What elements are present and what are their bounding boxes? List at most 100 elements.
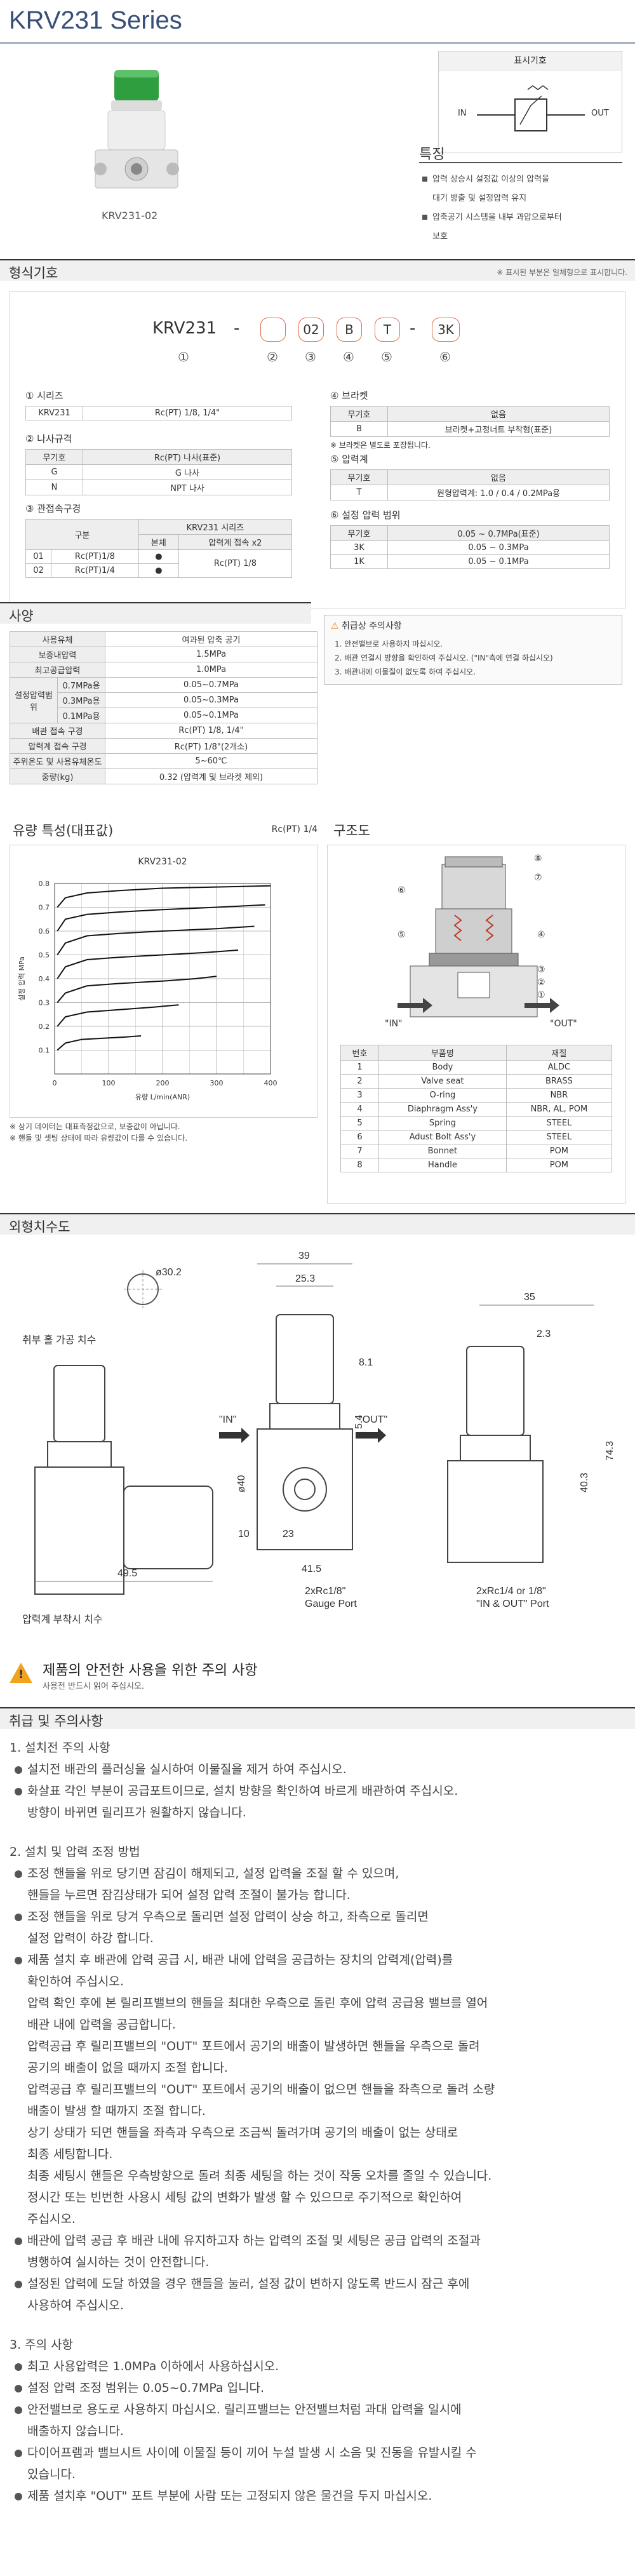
features-list: 압력 상승시 설정값 이상의 압력을 대기 방출 및 설정압력 유지 압축공기 … [422,170,625,246]
list-item: 설치전 배관의 플러싱을 실시하여 이물질을 제거 하여 주십시오. [10,1759,625,1780]
bullet-icon [15,2384,22,2392]
y-tick-label: 0.3 [39,999,50,1007]
series-line [57,904,265,932]
dim-label: 49.5 [117,1568,137,1579]
code-cell: 3K [432,318,460,342]
feature-item: 대기 방출 및 설정압력 유지 [432,194,527,203]
list-item: 설정된 압력에 도달 하였을 경우 핸들을 눌러, 설정 값이 변하지 않도록 … [10,2273,625,2295]
list-item: 배관에 압력 공급 후 배관 내에 유지하고자 하는 압력의 조절 및 세팅은 … [10,2230,625,2251]
symbol-box: 표시기호 IN OUT [438,51,622,152]
list-item: 제품 설치후 "OUT" 포트 부분에 사람 또는 고정되지 않은 물건을 두지… [10,2485,625,2507]
dim-label: 25.3 [295,1273,315,1284]
list-item: 있습니다. [27,2467,76,2481]
y-tick-label: 0.7 [39,904,50,912]
y-tick-label: 0.4 [39,975,50,983]
model-code-box [10,291,625,608]
list-item: 제품 설치 후 배관에 압력 공급 시, 배관 내에 압력을 공급하는 장치의 … [10,1949,625,1971]
structure-header: 구조도 [333,823,370,838]
model-code-row: KRV231 - 02 B T - 3K [152,318,521,343]
bullet-icon [15,2449,22,2457]
feature-item: 압축공기 시스템을 내부 과압으로부터 [422,208,625,227]
valve-symbol-icon [477,85,585,131]
bullet-icon [15,2406,22,2414]
y-tick-label: 0.1 [39,1047,50,1055]
callout-5: ⑤ [398,930,406,940]
model-code-header: 형식기호 ※ 표시된 부분은 일체형으로 표시합니다. [0,259,635,281]
code-cell: T [375,318,400,342]
series-line [57,976,217,1003]
handling-header: 취급 및 주의사항 [0,1707,635,1729]
dim-label: 2.3 [537,1329,551,1339]
bullet-icon [15,2237,22,2245]
feature-item: 보호 [432,232,448,241]
code-series: KRV231 [152,319,217,338]
gauge-port-label: 2xRc1/8" [305,1586,345,1597]
caution-item: 3. 배관내에 이물질이 없도록 하여 주십시오. [335,667,476,676]
caution-item: 1. 안전밸브로 사용하지 마십시오. [335,640,443,648]
dim-label: 35 [524,1292,535,1303]
code-cell [260,318,286,342]
y-axis-label: 설정 압력 MPa [18,956,26,1001]
y-tick-label: 0.8 [39,880,50,888]
spec-header: 사양 [0,602,311,624]
plot-frame [54,883,271,1075]
list-item: 최종 세팅합니다. [27,2147,113,2161]
callout-8: ⑧ [534,854,542,864]
title-divider [0,42,635,44]
bullet-icon [15,1787,22,1795]
series-line [57,1035,142,1051]
code-dash: - [410,319,416,338]
list-item: 사용하여 주십시오. [27,2298,124,2312]
list-item: 병행하여 실시하는 것이 안전합니다. [27,2255,210,2269]
warning-icon: ! [10,1663,32,1683]
callout-4: ④ [537,930,545,940]
handling-s1-title: 1. 설치전 주의 사항 [10,1741,110,1755]
handling-s3-list: 최고 사용압력은 1.0MPa 이하에서 사용하십시오.설정 압력 조정 범위는… [10,2356,625,2507]
bullet-icon [15,2280,22,2288]
dim-out-label: "OUT" [359,1414,387,1425]
handling-s2-title: 2. 설치 및 압력 조정 방법 [10,1845,140,1859]
list-item: 주십시오. [27,2212,76,2226]
caution-box: ⚠ 취급상 주의사항 1. 안전밸브로 사용하지 마십시오. 2. 배관 연결시… [324,615,622,685]
page-title: KRV231 Series [9,6,182,34]
list-item: 설정 압력이 하강 합니다. [27,1931,154,1945]
features-title: 특징 [419,147,445,163]
dim-label: 74.3 [605,1441,615,1461]
symbol-in-label: IN [458,109,467,118]
handling-s3-title: 3. 주의 사항 [10,2338,74,2352]
chart-title: KRV231-02 [138,857,187,867]
callout-3: ③ [537,965,545,975]
bullet-icon [15,2363,22,2371]
x-axis-label: 유량 L/min(ANR) [135,1093,190,1101]
dimension-drawing: ø30.2 취부 홀 가공 치수 압력계 부착시 치수 49.5 39 25.3… [10,1238,625,1645]
x-tick-label: 100 [102,1079,116,1087]
list-item: 압력공급 후 릴리프밸브의 "OUT" 포트에서 공기의 배출이 없으면 핸들을… [27,2083,495,2096]
flow-header: 유량 특성(대표값) Rc(PT) 1/4 [13,823,318,838]
callout-1: ① [537,990,545,1000]
io-port-label: 2xRc1/4 or 1/8" [476,1586,546,1597]
model-code-numbers: ① ② ③ ④ ⑤ ⑥ [178,349,451,365]
list-item: 배출이 발생 할 때까지 조절 합니다. [27,2104,206,2118]
list-item: 화살표 각인 부분이 공급포트이므로, 설치 방향을 확인하여 바르게 배관하여… [10,1780,625,1802]
x-tick-label: 200 [156,1079,170,1087]
bullet-icon [15,1956,22,1964]
handling-s2-list: 조정 핸들을 위로 당기면 잠김이 해제되고, 설정 압력을 조절 할 수 있으… [10,1863,625,2316]
bullet-icon [15,1766,22,1774]
panel-cut-label: 취부 홀 가공 치수 [22,1334,96,1346]
features-divider [419,162,622,163]
structure-drawing: ⑧ ⑦ ⑥ ⑤ ④ ③ ② ① "IN" "OUT" [385,854,577,1029]
callout-7: ⑦ [534,873,542,883]
list-item: 설정 압력 조정 범위는 0.05~0.7MPa 입니다. [10,2377,625,2399]
list-item: 조정 핸들을 위로 당기면 잠김이 해제되고, 설정 압력을 조절 할 수 있으… [10,1863,625,1884]
caution-item: 2. 배관 연결시 방향을 확인하여 주십시오. ("IN"측에 연결 하십시오… [335,654,553,662]
dim-label: 8.1 [359,1357,373,1368]
